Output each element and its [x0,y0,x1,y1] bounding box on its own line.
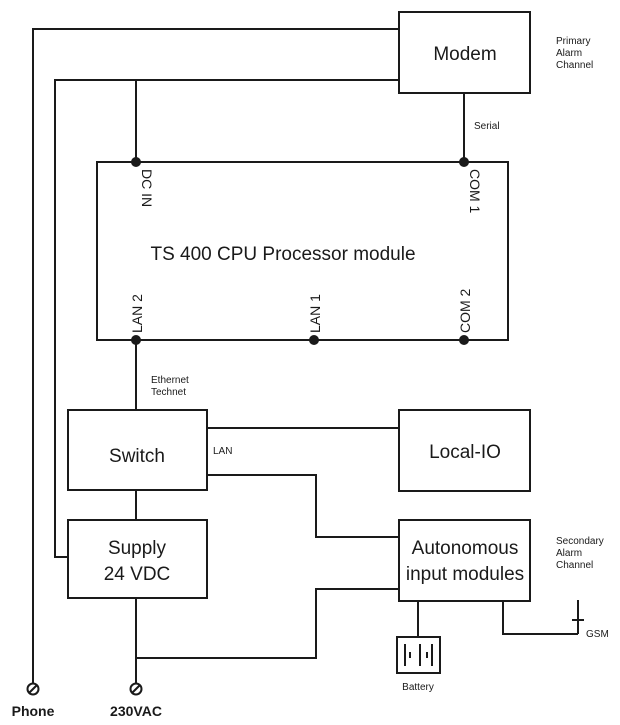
svg-text:Alarm: Alarm [556,48,582,59]
serial-label: Serial [474,121,500,132]
port-com1: COM 1 [467,169,483,214]
lan2-dot [131,335,141,345]
cpu-module-block: TS 400 CPU Processor module [96,161,509,341]
primary-alarm-channel-label: Primary Alarm Channel [556,36,593,71]
svg-text:Ethernet: Ethernet [151,375,189,386]
modem-label: Modem [433,44,496,65]
autonomous-block: Autonomous input modules [398,519,531,602]
port-lan1: LAN 1 [307,294,323,333]
cpu-module-label: TS 400 CPU Processor module [150,244,415,265]
supply-label-line2: 24 VDC [104,564,171,585]
battery-icon [396,636,441,674]
gsm-antenna-icon [572,600,584,634]
svg-text:Primary: Primary [556,36,590,47]
gsm-label: GSM [586,629,609,640]
lan-line [207,474,399,538]
com1-dot [459,157,469,167]
secondary-alarm-channel-label: Secondary Alarm Channel [556,536,604,571]
lan1-dot [309,335,319,345]
svg-text:Secondary: Secondary [556,536,604,547]
phone-terminal-icon [26,682,40,696]
port-dc-in: DC IN [139,169,155,207]
connection-dots [131,157,469,345]
battery-label: Battery [402,682,434,693]
svg-text:Alarm: Alarm [556,548,582,559]
svg-text:Channel: Channel [556,560,593,571]
autonomous-label-line2: input modules [406,564,524,585]
ac-terminal-icon [129,682,143,696]
dc-in-dot [131,157,141,167]
com2-dot [459,335,469,345]
port-com2: COM 2 [457,288,473,333]
switch-label: Switch [109,446,165,467]
autonomous-label-line1: Autonomous [412,538,519,559]
modem-block: Modem [398,11,531,94]
modem-supply-line [54,79,399,558]
switch-block: Switch [67,409,208,491]
wires [32,28,578,684]
phone-line [32,28,399,684]
local-io-label: Local-IO [429,442,501,463]
ac-label: 230VAC [110,703,162,719]
ethernet-technet-label: Ethernet Technet [151,375,189,398]
svg-text:Channel: Channel [556,60,593,71]
supply-block: Supply 24 VDC [67,519,208,599]
supply-label-line1: Supply [108,538,167,559]
lan-label: LAN [213,446,232,457]
gsm-line [502,601,578,635]
svg-text:Technet: Technet [151,387,186,398]
port-lan2: LAN 2 [129,294,145,333]
local-io-block: Local-IO [398,409,531,492]
autonomous-ac-line [136,588,399,659]
phone-label: Phone [12,703,55,719]
